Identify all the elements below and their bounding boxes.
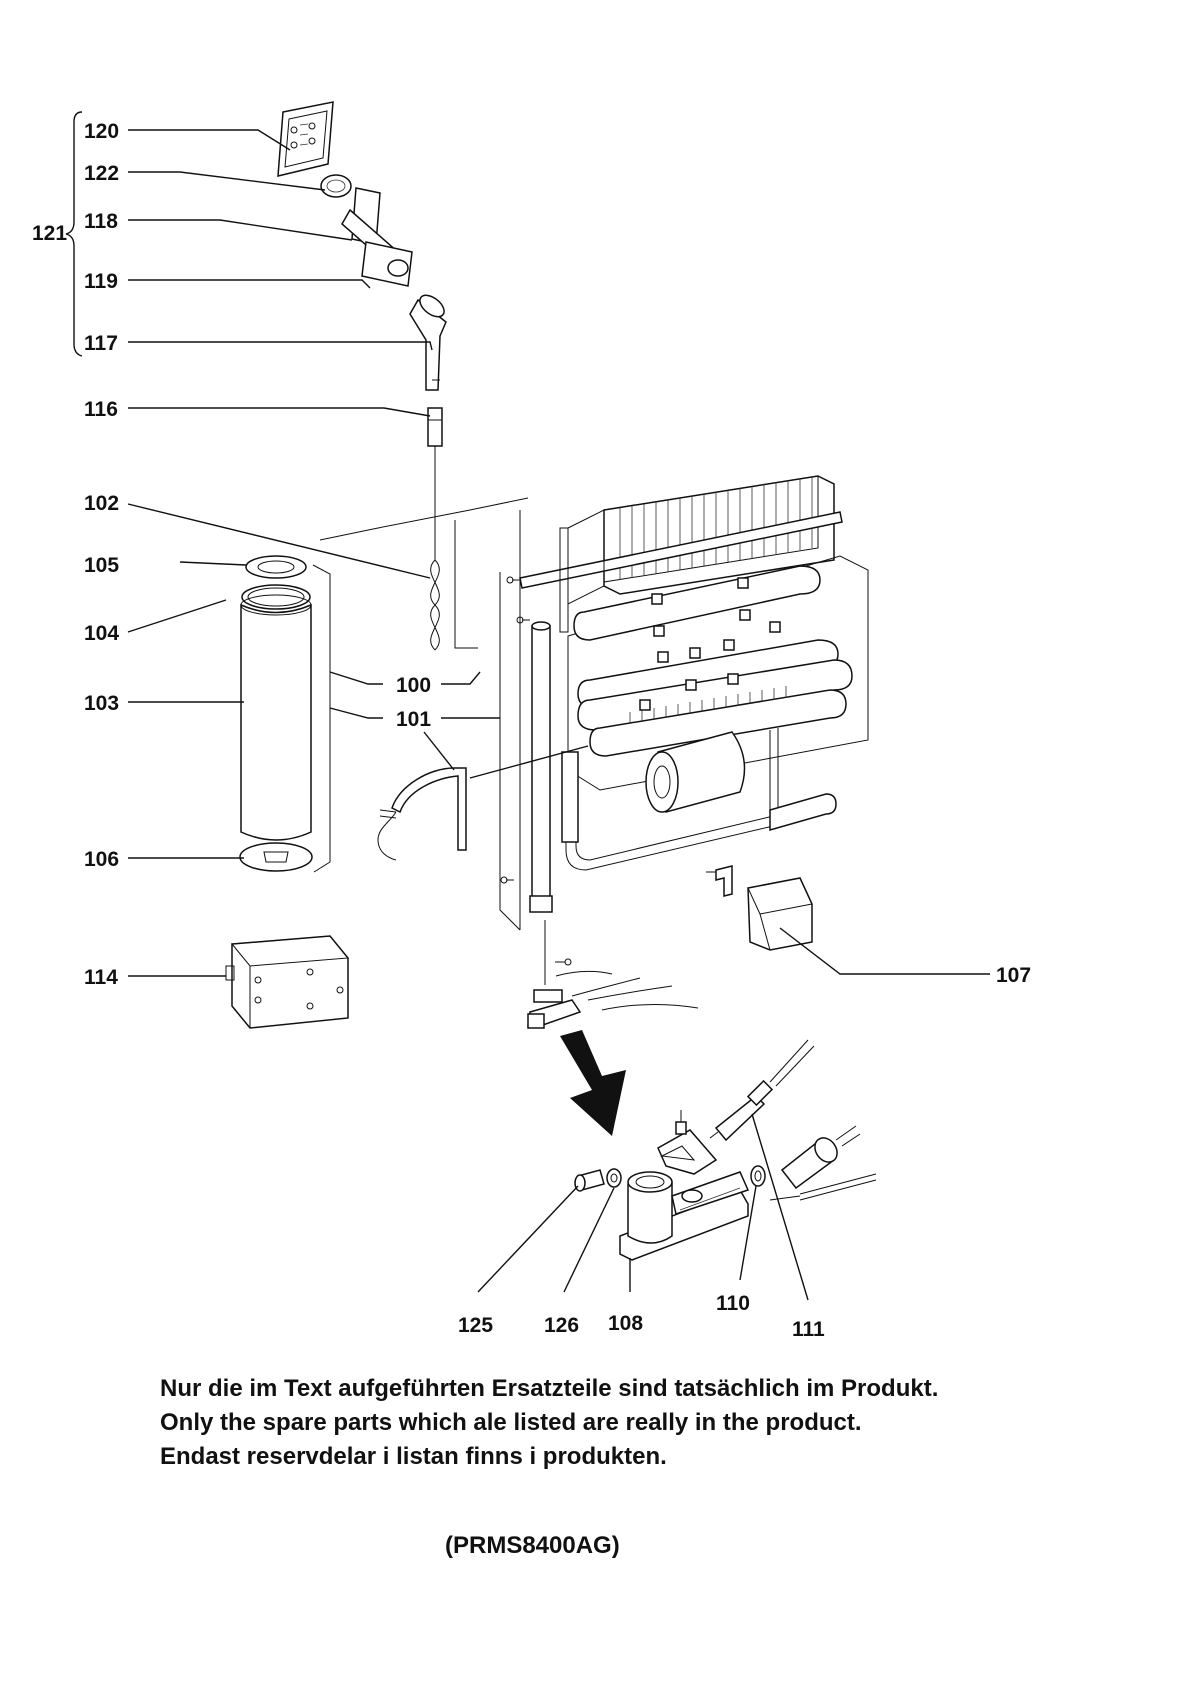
- insulation-cylinder: [240, 603, 312, 841]
- callout-103: 103: [84, 692, 119, 715]
- callout-117: 117: [84, 332, 118, 355]
- insulation-cylinder-assembly: [239, 555, 331, 873]
- detail-arrow: [560, 1030, 626, 1136]
- control-box: [225, 935, 349, 1029]
- bent-pipe: [377, 767, 467, 861]
- callout-106: 106: [84, 848, 119, 871]
- grille-disc: [320, 174, 352, 198]
- washer: [606, 1168, 622, 1188]
- flue-elbow: [409, 298, 447, 391]
- nozzle-gasket: [750, 1165, 766, 1187]
- flue-vent-assembly: [277, 101, 447, 651]
- igniter: [714, 1094, 766, 1142]
- note-swedish: Endast reservdelar i listan finns i prod…: [160, 1443, 667, 1470]
- evaporator-coil-4: [589, 689, 847, 757]
- evaporator-coil-1: [573, 565, 821, 641]
- model-number: (PRMS8400AG): [445, 1532, 620, 1559]
- bottom-cap: [239, 842, 313, 872]
- sealing-ring: [241, 584, 311, 610]
- callout-102: 102: [84, 492, 119, 515]
- callout-121: 121: [32, 222, 67, 245]
- callout-116: 116: [84, 398, 118, 421]
- notes-block: Nur die im Text aufgeführten Ersatzteile…: [160, 1372, 1140, 1474]
- boiler-tube: [531, 625, 551, 905]
- callout-122: 122: [84, 162, 119, 185]
- callout-125: 125: [458, 1314, 493, 1337]
- callout-108: 108: [608, 1312, 643, 1335]
- callout-126: 126: [544, 1314, 579, 1337]
- note-german: Nur die im Text aufgeführten Ersatzteile…: [160, 1375, 939, 1402]
- top-cap-ring: [245, 555, 307, 579]
- callout-100: 100: [396, 674, 431, 697]
- absorber-cooling-unit: [500, 475, 869, 913]
- callout-111: 111: [792, 1318, 825, 1341]
- drip-box: [747, 877, 813, 951]
- note-english: Only the spare parts which ale listed ar…: [160, 1409, 862, 1436]
- leader-lines: [127, 129, 990, 1301]
- callout-114: 114: [84, 966, 118, 989]
- callout-105: 105: [84, 554, 119, 577]
- callout-118: 118: [84, 210, 118, 233]
- top-rail: [519, 511, 843, 589]
- burner-detail: [574, 1039, 877, 1261]
- callout-110: 110: [716, 1292, 750, 1315]
- group-bracket-121: [65, 111, 83, 357]
- callout-101: 101: [396, 708, 431, 731]
- callout-119: 119: [84, 270, 118, 293]
- callout-107: 107: [996, 964, 1031, 987]
- callout-120: 120: [84, 120, 119, 143]
- vent-plate: [277, 101, 334, 177]
- flue-baffle: [427, 407, 443, 447]
- callout-104: 104: [84, 622, 119, 645]
- burner-assembly-small: [527, 920, 699, 1029]
